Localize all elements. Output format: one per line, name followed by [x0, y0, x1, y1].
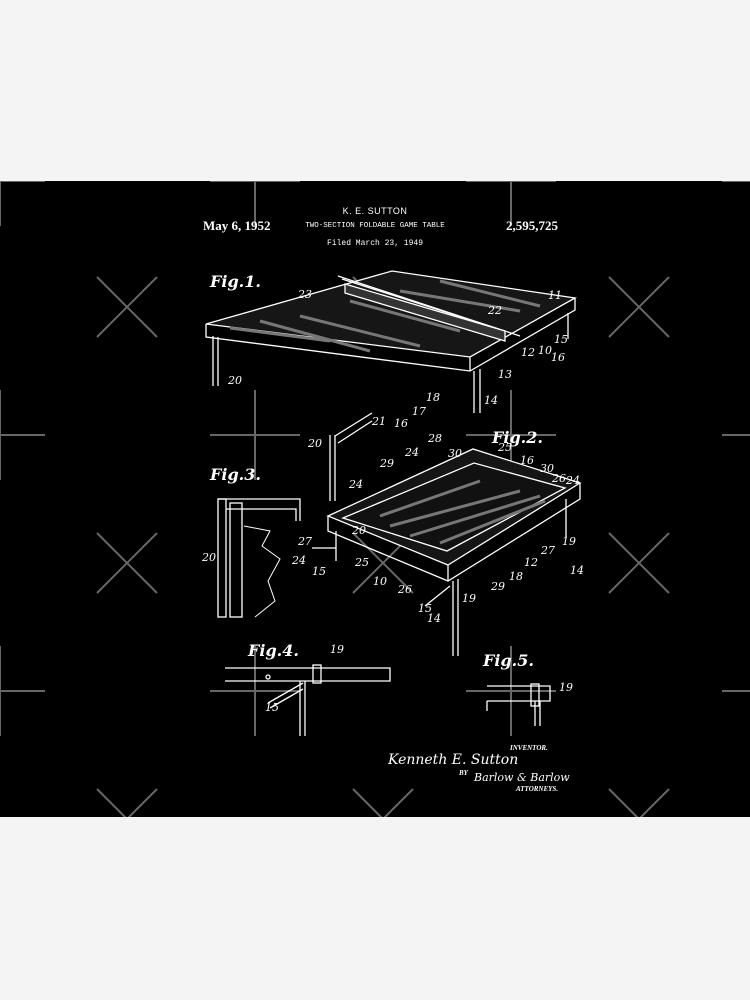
watermark-x-stroke — [127, 788, 158, 817]
patent-filed-date: Filed March 23, 1949 — [326, 239, 423, 248]
reference-numeral: 15 — [554, 333, 568, 346]
fig4-label: Fig.4. — [248, 641, 299, 660]
patent-inventor-header: K. E. SUTTON — [342, 206, 408, 216]
fig1-label: Fig.1. — [210, 272, 261, 291]
reference-numeral: 27 — [540, 544, 555, 557]
reference-numeral: 14 — [484, 394, 498, 407]
attorneys-label: ATTORNEYS. — [516, 785, 559, 793]
fig3-label: Fig.3. — [210, 465, 261, 484]
reference-numeral: 24 — [404, 446, 419, 459]
reference-numeral: 15 — [312, 565, 326, 578]
fig1-table-drawing — [205, 270, 577, 501]
reference-numeral: 18 — [509, 570, 523, 583]
reference-numeral: 16 — [520, 454, 534, 467]
inventor-label: INVENTOR. — [510, 744, 548, 752]
reference-numeral: 30 — [448, 447, 462, 460]
reference-numeral: 19 — [562, 535, 576, 548]
reference-numeral: 20 — [351, 524, 366, 537]
reference-numeral: 22 — [487, 304, 502, 317]
fig5-label: Fig.5. — [483, 651, 534, 670]
patent-number: 2,595,725 — [506, 218, 558, 233]
reference-numeral: 25 — [497, 441, 512, 454]
fig2-label: Fig.2. — [492, 428, 543, 447]
patent-date: May 6, 1952 — [203, 218, 271, 233]
reference-numeral: 25 — [354, 556, 369, 569]
watermark-x-stroke — [96, 276, 158, 338]
reference-numeral: 19 — [462, 592, 476, 605]
watermark-x-stroke — [639, 788, 670, 817]
reference-numeral: 16 — [394, 417, 408, 430]
reference-numeral: 11 — [548, 289, 562, 302]
by-label: BY — [459, 769, 468, 777]
reference-numeral: 30 — [540, 462, 554, 475]
reference-numeral: 18 — [426, 391, 440, 404]
fig5-detail-drawing — [486, 683, 551, 726]
watermark-x-stroke — [608, 532, 670, 594]
reference-numeral: 24 — [348, 478, 363, 491]
watermark-x-stroke — [608, 276, 670, 338]
reference-numeral: 20 — [307, 437, 322, 450]
reference-numeral: 26 — [551, 472, 566, 485]
fig4-detail-drawing — [225, 664, 391, 736]
reference-numeral: 29 — [490, 580, 505, 593]
reference-numeral: 28 — [427, 432, 442, 445]
watermark-x-stroke — [608, 788, 639, 817]
reference-numeral: 20 — [227, 374, 242, 387]
reference-numeral: 14 — [427, 612, 441, 625]
reference-numeral: 23 — [297, 288, 312, 301]
reference-numeral: 26 — [397, 583, 412, 596]
reference-numeral: 15 — [265, 701, 279, 714]
reference-numeral: 19 — [330, 643, 344, 656]
reference-numeral: 17 — [412, 405, 426, 418]
watermark-x-stroke — [96, 532, 158, 594]
reference-numeral: 24 — [565, 474, 580, 487]
inventor-signature: Kenneth E. Sutton — [388, 752, 519, 768]
reference-numeral: 10 — [373, 575, 387, 588]
reference-numeral: 14 — [570, 564, 584, 577]
watermark-x-stroke — [96, 788, 127, 817]
attorney-signature: Barlow & Barlow — [474, 771, 570, 784]
reference-numeral: 20 — [201, 551, 216, 564]
fig2-table-drawing — [312, 448, 582, 656]
reference-numeral: 21 — [371, 415, 386, 428]
reference-numeral: 24 — [291, 554, 306, 567]
patent-title: TWO-SECTION FOLDABLE GAME TABLE — [305, 222, 445, 230]
watermark-x-stroke — [383, 788, 414, 817]
fig3-detail-drawing — [217, 498, 301, 618]
watermark-x-stroke — [352, 788, 383, 817]
reference-numeral: 12 — [521, 346, 535, 359]
reference-numeral: 16 — [551, 351, 565, 364]
reference-numeral: 29 — [379, 457, 394, 470]
reference-numeral: 19 — [559, 681, 573, 694]
reference-numeral: 12 — [524, 556, 538, 569]
reference-numeral: 13 — [498, 368, 512, 381]
reference-numeral: 27 — [297, 535, 312, 548]
reference-numeral: 15 — [418, 602, 432, 615]
reference-numeral: 10 — [538, 344, 552, 357]
